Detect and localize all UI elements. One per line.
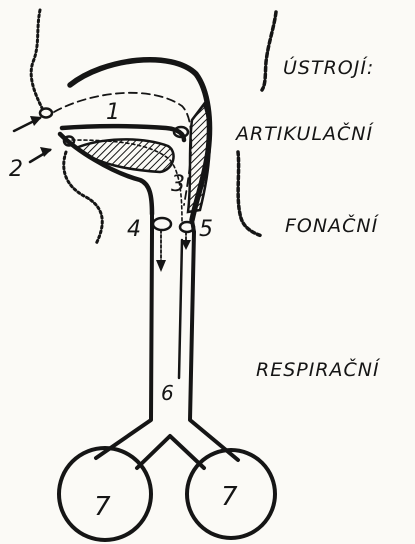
label-num-5: 5 — [199, 217, 213, 242]
label-phonation: FONAČNÍ — [285, 213, 380, 237]
label-num-4: 4 — [127, 217, 141, 242]
label-num-1: 1 — [106, 100, 120, 125]
trachea-left-wall — [96, 232, 152, 458]
upper-lip — [40, 109, 52, 118]
label-respiration: RESPIRAČNÍ — [256, 357, 381, 381]
label-organs-title: ÚSTROJÍ: — [283, 55, 374, 79]
label-articulation: ARTIKULAČNÍ — [234, 121, 375, 145]
trachea-right-wall — [190, 232, 238, 460]
label-num-2: 2 — [9, 157, 23, 182]
label-num-3: 3 — [171, 172, 185, 197]
airflow-arrow-left-head — [156, 260, 166, 272]
face-profile-lower — [64, 152, 102, 244]
bronchi-fork — [137, 436, 204, 468]
label-num-6: 6 — [161, 381, 174, 405]
label-num-7-right: 7 — [221, 482, 238, 512]
hard-palate — [62, 126, 184, 140]
face-profile-upper — [31, 10, 42, 108]
vocal-fold-left — [153, 218, 171, 230]
trachea-inner-line — [179, 240, 182, 378]
bracket-articulation — [262, 12, 276, 90]
label-num-7-left: 7 — [94, 492, 111, 522]
bracket-phonation — [238, 152, 262, 236]
